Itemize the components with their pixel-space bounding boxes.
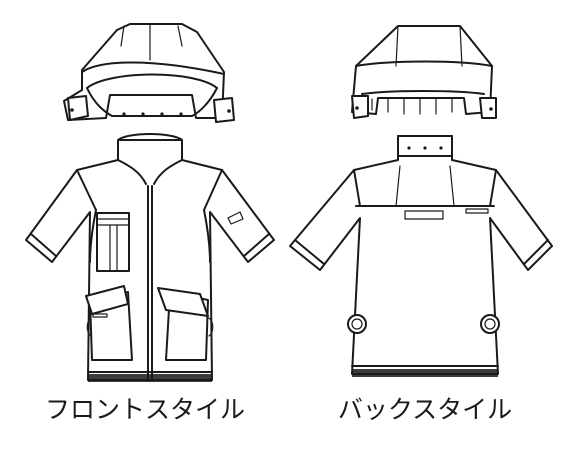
back-jacket-drawing	[289, 135, 553, 377]
back-style-caption: バックスタイル	[337, 395, 513, 424]
back-hood-drawing	[351, 25, 497, 119]
front-jacket-drawing	[25, 133, 275, 382]
front-style-caption: フロントスタイル	[44, 395, 245, 424]
front-hood-drawing	[63, 23, 235, 123]
